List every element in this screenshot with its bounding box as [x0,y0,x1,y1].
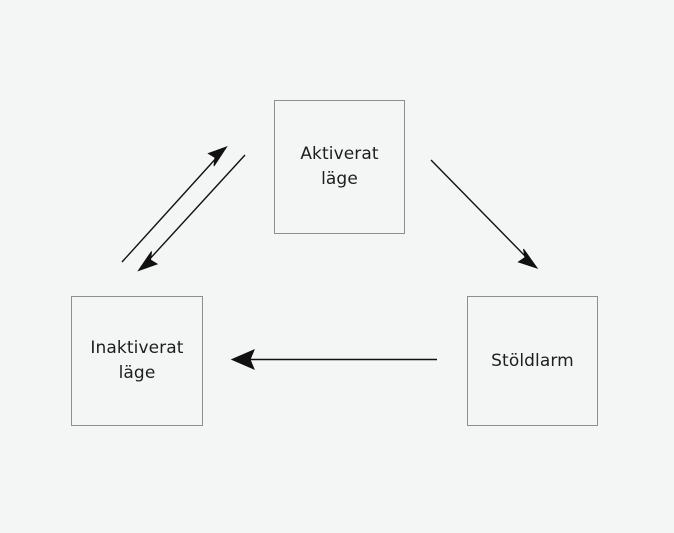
node-label: Inaktiverat läge [90,338,184,383]
node-label: Stöldlarm [491,350,574,371]
arrow-stoldlarm-to-inaktiverat [230,349,437,370]
arrow-inaktiverat-to-aktiverat [121,146,228,263]
node-aktiverat-lage[interactable]: Aktiverat läge [274,100,405,234]
node-inaktiverat-lage[interactable]: Inaktiverat läge [71,296,203,426]
arrow-aktiverat-to-stoldlarm [430,159,539,269]
arrow-aktiverat-to-inaktiverat [137,154,246,272]
node-label: Aktiverat läge [300,144,379,189]
node-stoldlarm[interactable]: Stöldlarm [467,296,598,426]
